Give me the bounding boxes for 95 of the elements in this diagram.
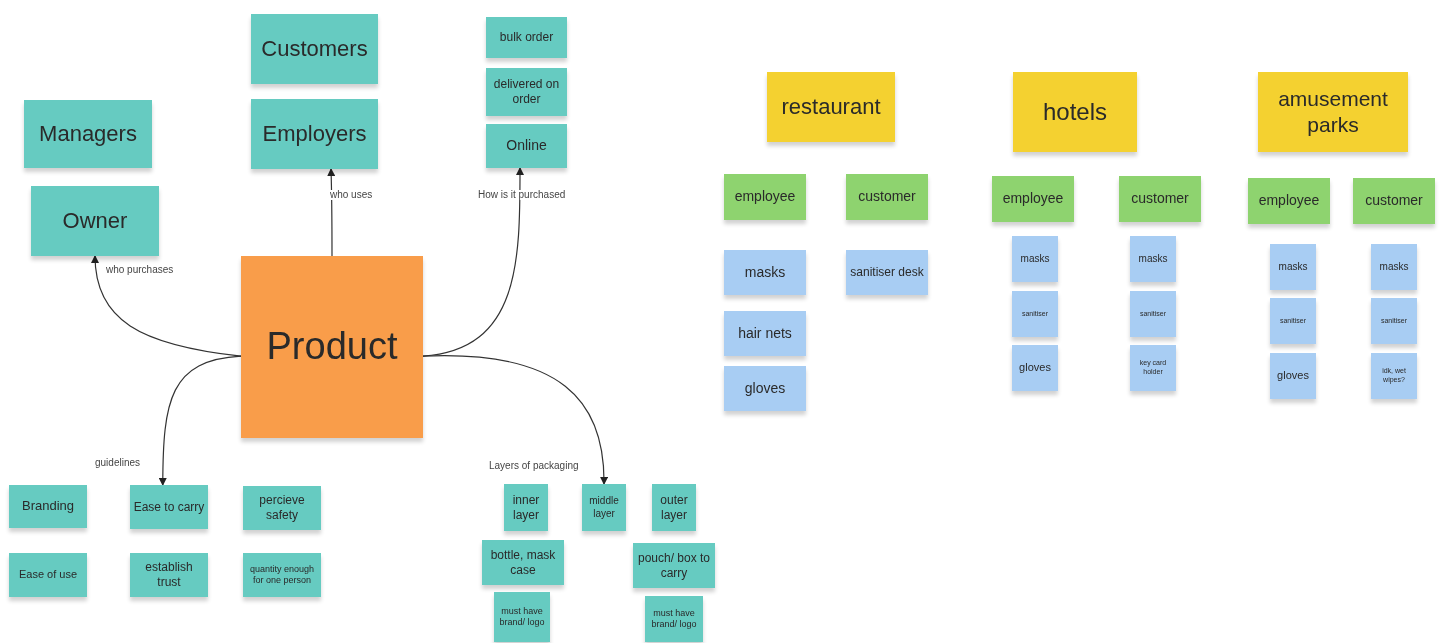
arrow: [91, 255, 242, 357]
note-text: employee: [1002, 190, 1064, 208]
edge-label: who uses: [328, 190, 375, 200]
note-text: employee: [1258, 192, 1320, 210]
note-text: customer: [1131, 190, 1189, 208]
sticky-note: [633, 543, 715, 588]
sticky-note: [486, 124, 567, 168]
sticky-note: [1012, 345, 1058, 391]
note-text: inner layer: [511, 492, 541, 523]
sticky-note: [130, 485, 208, 529]
sticky-note: [724, 311, 806, 356]
note-text: bulk order: [499, 30, 554, 45]
note-text: Product: [266, 324, 398, 370]
note-text: hotels: [1042, 97, 1107, 127]
edge-label: guidelines: [93, 458, 143, 468]
sticky-note: [486, 68, 567, 116]
note-text: quantity enough for one person: [248, 563, 316, 587]
note-text: customer: [858, 188, 916, 206]
sticky-note: [251, 99, 378, 169]
note-text: outer layer: [659, 492, 689, 523]
note-text: hair nets: [738, 324, 792, 343]
note-text: Managers: [39, 120, 137, 148]
note-text: delivered on order: [492, 77, 561, 107]
note-text: Online: [506, 137, 547, 155]
note-text: pouch/ box to carry: [636, 550, 712, 581]
sticky-note: [486, 17, 567, 58]
sticky-note: [1130, 345, 1176, 391]
note-text: Branding: [21, 498, 74, 515]
edge-label: How is it purchased: [476, 190, 568, 200]
sticky-note: [494, 592, 550, 642]
sticky-note: [9, 485, 87, 528]
sticky-note: [1248, 178, 1330, 224]
note-text: Ease of use: [18, 568, 78, 582]
sticky-note: [1013, 72, 1137, 152]
note-text: percieve safety: [258, 493, 306, 523]
note-text: Owner: [62, 207, 128, 235]
note-text: masks: [744, 263, 786, 282]
sticky-note: [1270, 244, 1316, 290]
sticky-note: [31, 186, 159, 256]
note-text: employee: [734, 188, 796, 206]
note-text: gloves: [1277, 369, 1309, 383]
sticky-note: [1130, 236, 1176, 282]
sticky-note: [724, 250, 806, 295]
note-text: must have brand/ logo: [650, 607, 698, 631]
note-text: sanitiser desk: [850, 265, 924, 280]
edge-label: Layers of packaging: [487, 461, 581, 471]
sticky-note: [1371, 244, 1417, 290]
sticky-note: [243, 553, 321, 597]
sticky-note: [645, 596, 703, 642]
sticky-note: [9, 553, 87, 597]
note-text: Employers: [262, 120, 367, 148]
note-text: establish trust: [144, 560, 194, 590]
note-text: restaurant: [781, 93, 881, 121]
sticky-note: [1012, 236, 1058, 282]
sticky-note: [992, 176, 1074, 222]
sticky-note: [482, 540, 564, 585]
sticky-note: [1371, 353, 1417, 399]
sticky-note: [243, 486, 321, 530]
note-text: bottle, mask case: [489, 547, 557, 578]
arrow: [158, 355, 242, 486]
note-text: masks: [1278, 260, 1308, 274]
sticky-note: [1012, 291, 1058, 337]
sticky-note: [1270, 353, 1316, 399]
sticky-note: [1371, 298, 1417, 344]
sticky-note: [241, 256, 423, 438]
note-text: masks: [1020, 252, 1050, 266]
sticky-note: [130, 553, 208, 597]
arrow: [422, 355, 608, 485]
note-text: Ease to carry: [133, 499, 205, 515]
note-text: Customers: [261, 35, 368, 63]
note-text: masks: [1138, 252, 1168, 266]
sticky-note: [24, 100, 152, 168]
note-text: middle layer: [588, 495, 620, 520]
sticky-note: [1130, 291, 1176, 337]
sticky-note: [652, 484, 696, 531]
note-text: gloves: [744, 379, 786, 398]
note-text: customer: [1365, 192, 1423, 210]
sticky-note: [504, 484, 548, 531]
sticky-note: [724, 366, 806, 411]
note-text: masks: [1379, 260, 1409, 274]
note-text: must have brand/ logo: [498, 605, 546, 629]
note-text: gloves: [1019, 361, 1051, 375]
note-text: amusement parks: [1277, 85, 1389, 138]
sticky-note: [1119, 176, 1201, 222]
sticky-note: [767, 72, 895, 142]
sticky-note: [582, 484, 626, 531]
arrow: [327, 168, 336, 257]
edge-label: who purchases: [104, 265, 176, 275]
sticky-note: [846, 174, 928, 220]
sticky-note: [1353, 178, 1435, 224]
sticky-note: [251, 14, 378, 84]
sticky-note: [1270, 298, 1316, 344]
sticky-note: [724, 174, 806, 220]
sticky-note: [1258, 72, 1408, 152]
sticky-note: [846, 250, 928, 295]
